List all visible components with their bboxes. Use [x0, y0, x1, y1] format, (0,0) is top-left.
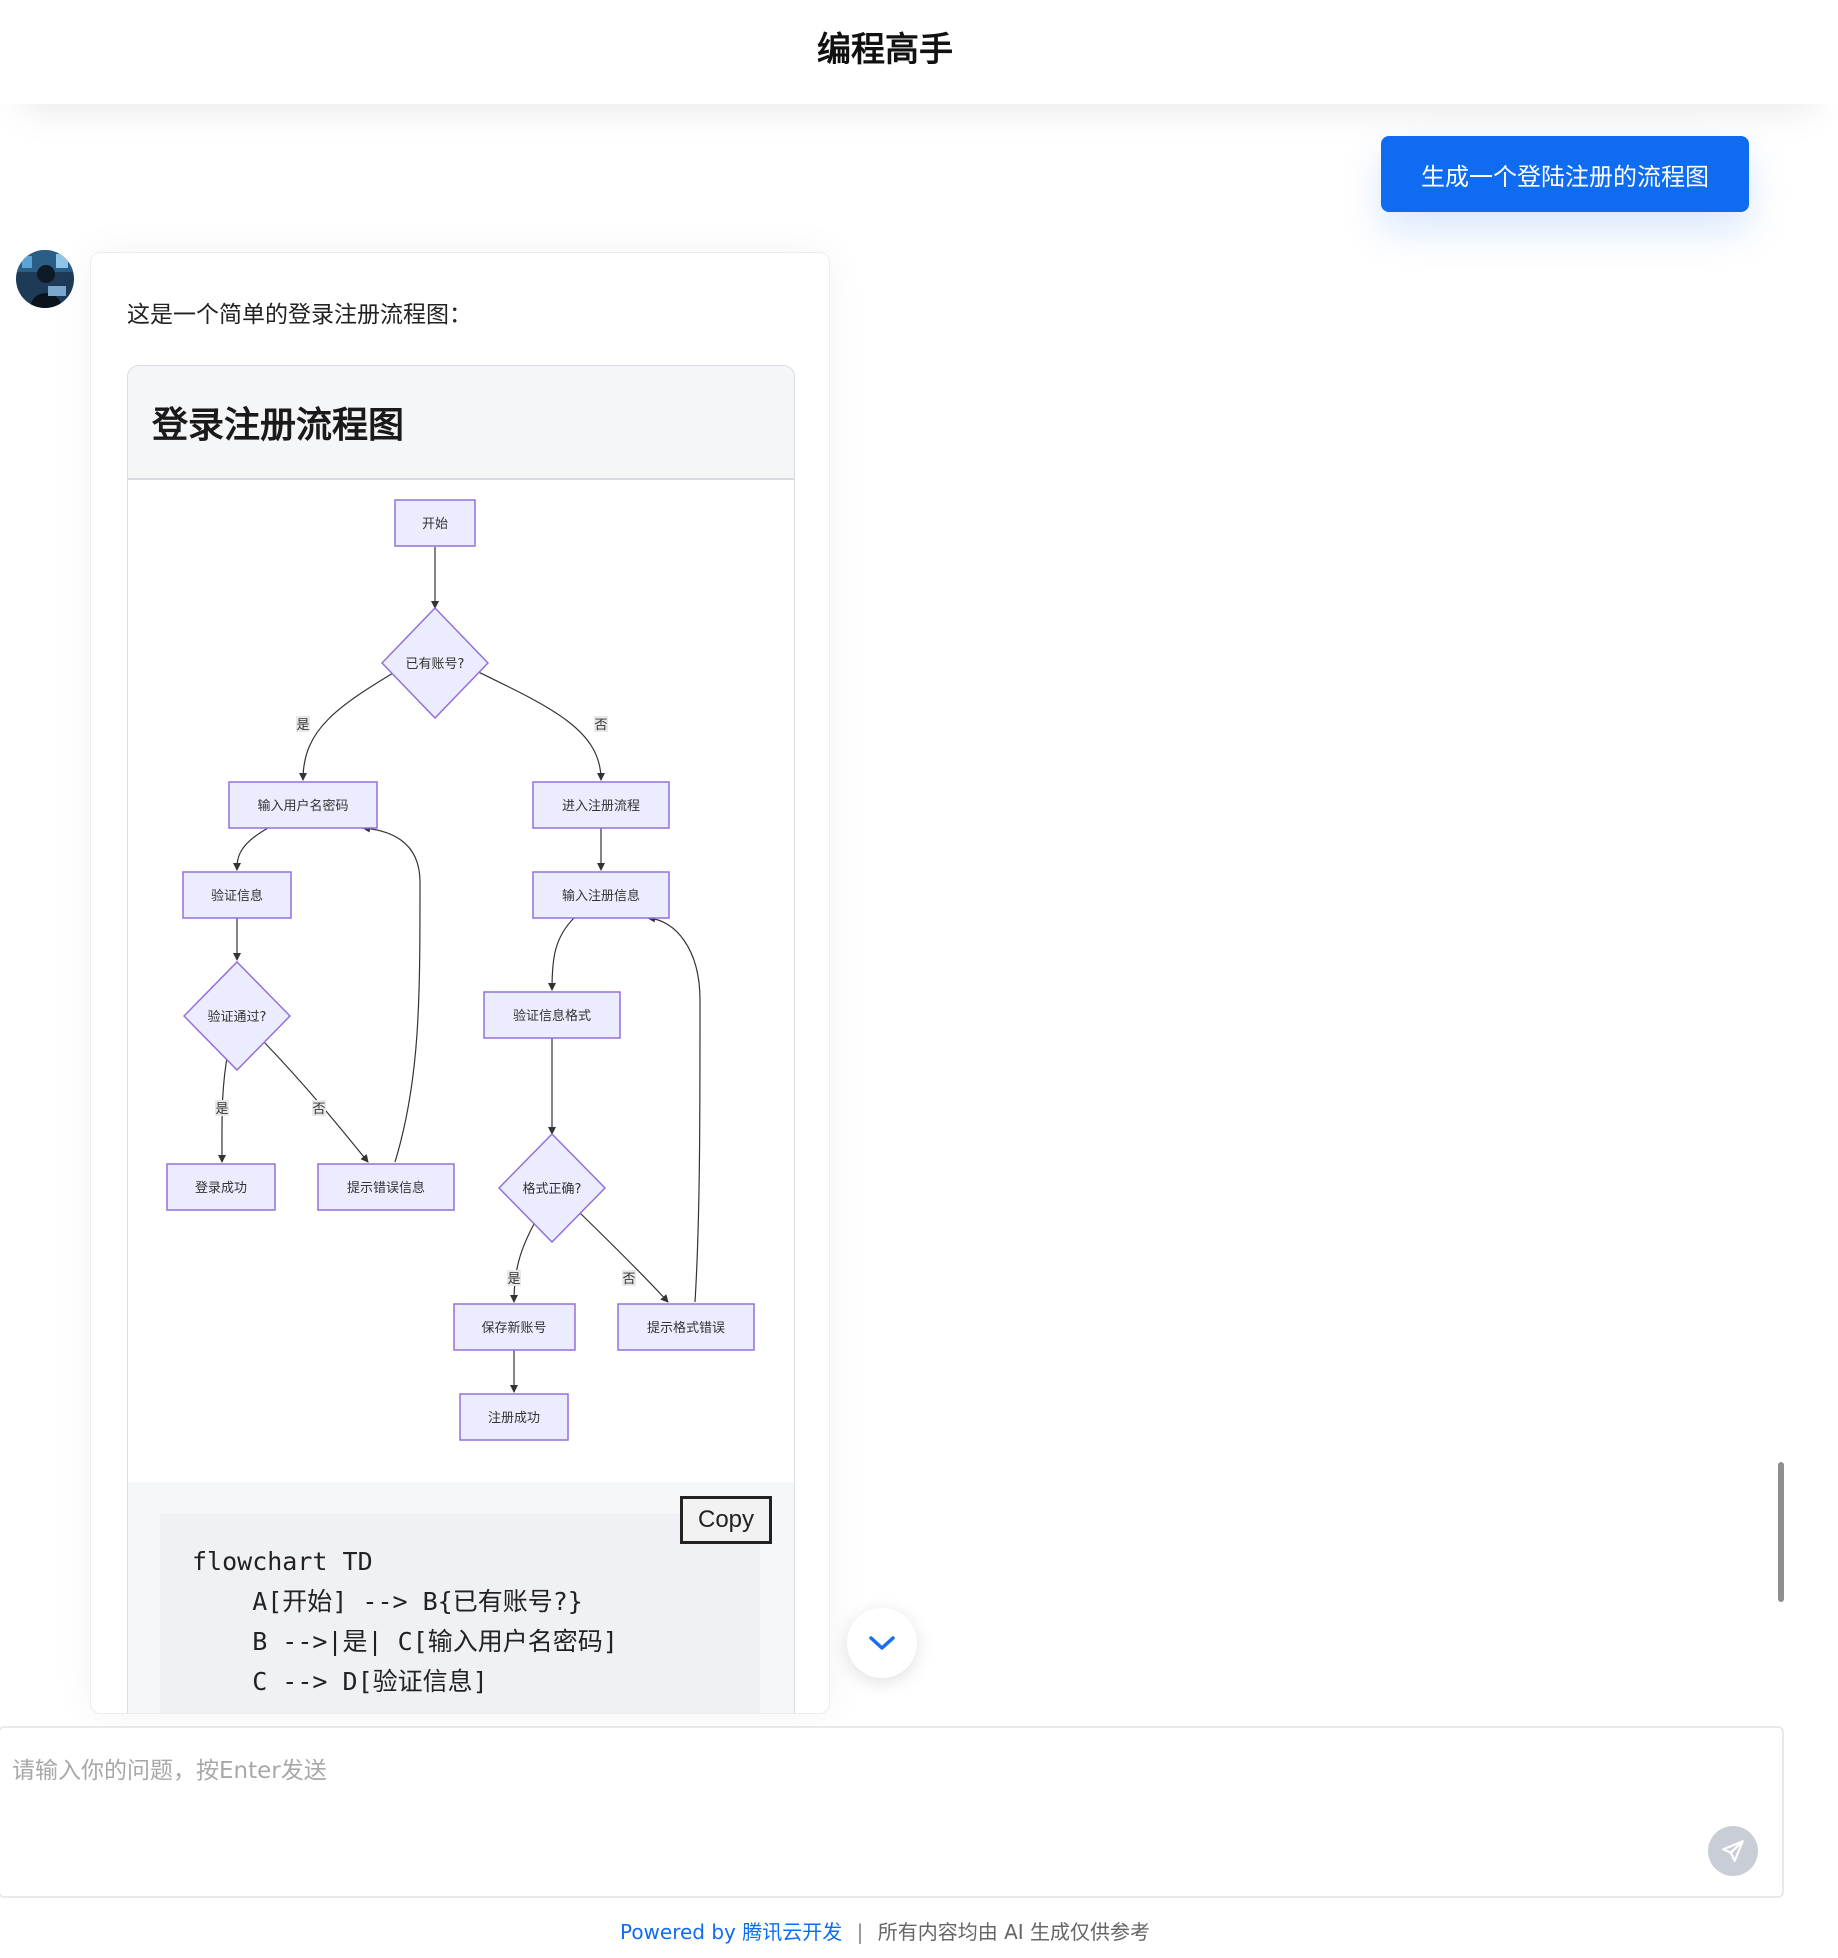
edge-error-to-credentials [362, 824, 421, 1163]
edge-label-no: 否 [594, 718, 607, 733]
edge-label-no: 否 [622, 1272, 635, 1287]
copy-button[interactable]: Copy [680, 1496, 772, 1544]
scroll-to-bottom-button[interactable] [847, 1608, 917, 1678]
brand-link[interactable]: 腾讯云开发 [742, 1920, 843, 1944]
node-label-verify-format: 验证信息格式 [513, 1008, 591, 1024]
node-label-format-error: 提示格式错误 [647, 1320, 725, 1336]
node-register-success [459, 1393, 569, 1441]
edge-has-account-yes [299, 663, 409, 781]
node-save-account [453, 1303, 576, 1351]
node-format-error [617, 1303, 755, 1351]
node-label-verify-passed: 验证通过? [208, 1009, 267, 1025]
scrollbar[interactable] [1778, 1462, 1784, 1602]
send-icon [1722, 1840, 1744, 1862]
code-text: flowchart TD A[开始] --> B{已有账号?} B -->|是|… [192, 1547, 618, 1696]
node-label-input-credentials: 输入用户名密码 [257, 798, 348, 814]
user-message: 生成一个登陆注册的流程图 [1381, 136, 1749, 212]
node-label-show-error: 提示错误信息 [347, 1180, 425, 1196]
disclaimer-text: 所有内容均由 AI 生成仅供参考 [877, 1920, 1151, 1944]
edge-credentials-to-verify [233, 827, 269, 871]
chevron-down-icon [869, 1636, 895, 1650]
edge-label-yes: 是 [507, 1272, 520, 1287]
node-label-save-account: 保存新账号 [481, 1320, 546, 1336]
edge-label-no: 否 [312, 1102, 325, 1117]
edge-format-error-to-info [647, 914, 701, 1303]
edge-label-yes: 是 [215, 1102, 228, 1117]
diagram-panel: 登录注册流程图 [127, 365, 795, 1713]
node-login-success [166, 1163, 276, 1211]
node-label-verify-info: 验证信息 [211, 888, 263, 904]
chat-input-area [0, 1726, 1784, 1898]
code-block: flowchart TD A[开始] --> B{已有账号?} B -->|是|… [160, 1514, 760, 1713]
node-verify-passed [182, 960, 292, 1072]
node-verify-format [483, 991, 621, 1039]
node-label-has-account: 已有账号? [406, 657, 465, 672]
node-label-input-register-info: 输入注册信息 [562, 888, 640, 904]
flowchart: 是 否 是 否 是 否 [166, 499, 755, 1441]
node-enter-register [532, 781, 670, 829]
node-input-credentials [228, 781, 378, 829]
edge-ok-no [579, 1212, 669, 1303]
node-show-error [317, 1163, 455, 1211]
diagram-header: 登录注册流程图 [128, 366, 794, 480]
assistant-intro-text: 这是一个简单的登录注册流程图： [127, 302, 472, 328]
node-format-ok [497, 1132, 607, 1244]
footer-separator: | [856, 1920, 864, 1944]
edge-info-to-format [548, 917, 575, 991]
node-has-account [380, 606, 490, 720]
send-button[interactable] [1708, 1826, 1758, 1876]
page-title: 编程高手 [817, 30, 953, 70]
edge-label-yes: 是 [296, 718, 309, 733]
powered-by-text: Powered by [619, 1920, 736, 1944]
node-start [394, 499, 476, 547]
assistant-message-card: 这是一个简单的登录注册流程图： 登录注册流程图 [90, 252, 830, 1714]
node-label-register-success: 注册成功 [488, 1411, 540, 1426]
app-header: 编程高手 [0, 0, 1838, 104]
edge-ok-yes [510, 1221, 536, 1303]
edge-has-account-no [461, 663, 605, 781]
node-label-format-ok: 格式正确? [523, 1181, 582, 1197]
node-label-enter-register: 进入注册流程 [562, 799, 640, 814]
node-verify-info [182, 871, 292, 919]
chat-input[interactable] [10, 1750, 1614, 1792]
footer: Powered by 腾讯云开发 | 所有内容均由 AI 生成仅供参考 [0, 1916, 1770, 1945]
avatar [16, 250, 74, 308]
code-section: flowchart TD A[开始] --> B{已有账号?} B -->|是|… [128, 1482, 794, 1713]
node-label-login-success: 登录成功 [195, 1181, 247, 1196]
node-label-start: 开始 [422, 517, 448, 532]
node-input-register-info [532, 871, 670, 919]
diagram-title: 登录注册流程图 [152, 405, 405, 446]
